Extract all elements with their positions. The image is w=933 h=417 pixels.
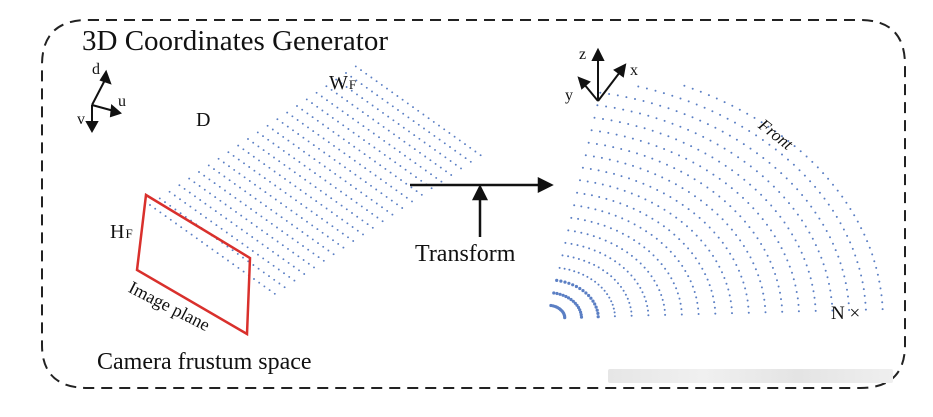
transform-arrow xyxy=(410,176,554,237)
height-label-sub: F xyxy=(125,226,133,241)
transform-label: Transform xyxy=(415,241,516,267)
axis-label-x: x xyxy=(630,62,638,79)
frustum-point-cloud xyxy=(149,65,482,295)
axis-label-z: z xyxy=(579,46,587,63)
world-point-cloud xyxy=(549,84,884,320)
dashed-frame xyxy=(41,19,906,389)
height-label-main: H xyxy=(110,221,125,243)
image-plane-outline xyxy=(135,192,252,337)
height-label: HF xyxy=(110,222,133,242)
depth-label: D xyxy=(196,109,211,131)
blurred-watermark xyxy=(608,369,893,383)
width-label-sub: F xyxy=(348,77,357,92)
world-axes-icon xyxy=(577,47,627,102)
axis-label-u: u xyxy=(118,93,126,110)
diagram-title: 3D Coordinates Generator xyxy=(82,25,389,57)
camera-axes-icon xyxy=(85,69,122,134)
width-label: WF xyxy=(329,73,356,93)
axis-label-v: v xyxy=(77,111,85,128)
axis-label-y: y xyxy=(565,87,573,104)
n-label: N × xyxy=(831,303,861,324)
axis-label-d: d xyxy=(92,61,100,78)
camera-frustum-caption: Camera frustum space xyxy=(97,349,312,375)
width-label-main: W xyxy=(329,72,348,94)
